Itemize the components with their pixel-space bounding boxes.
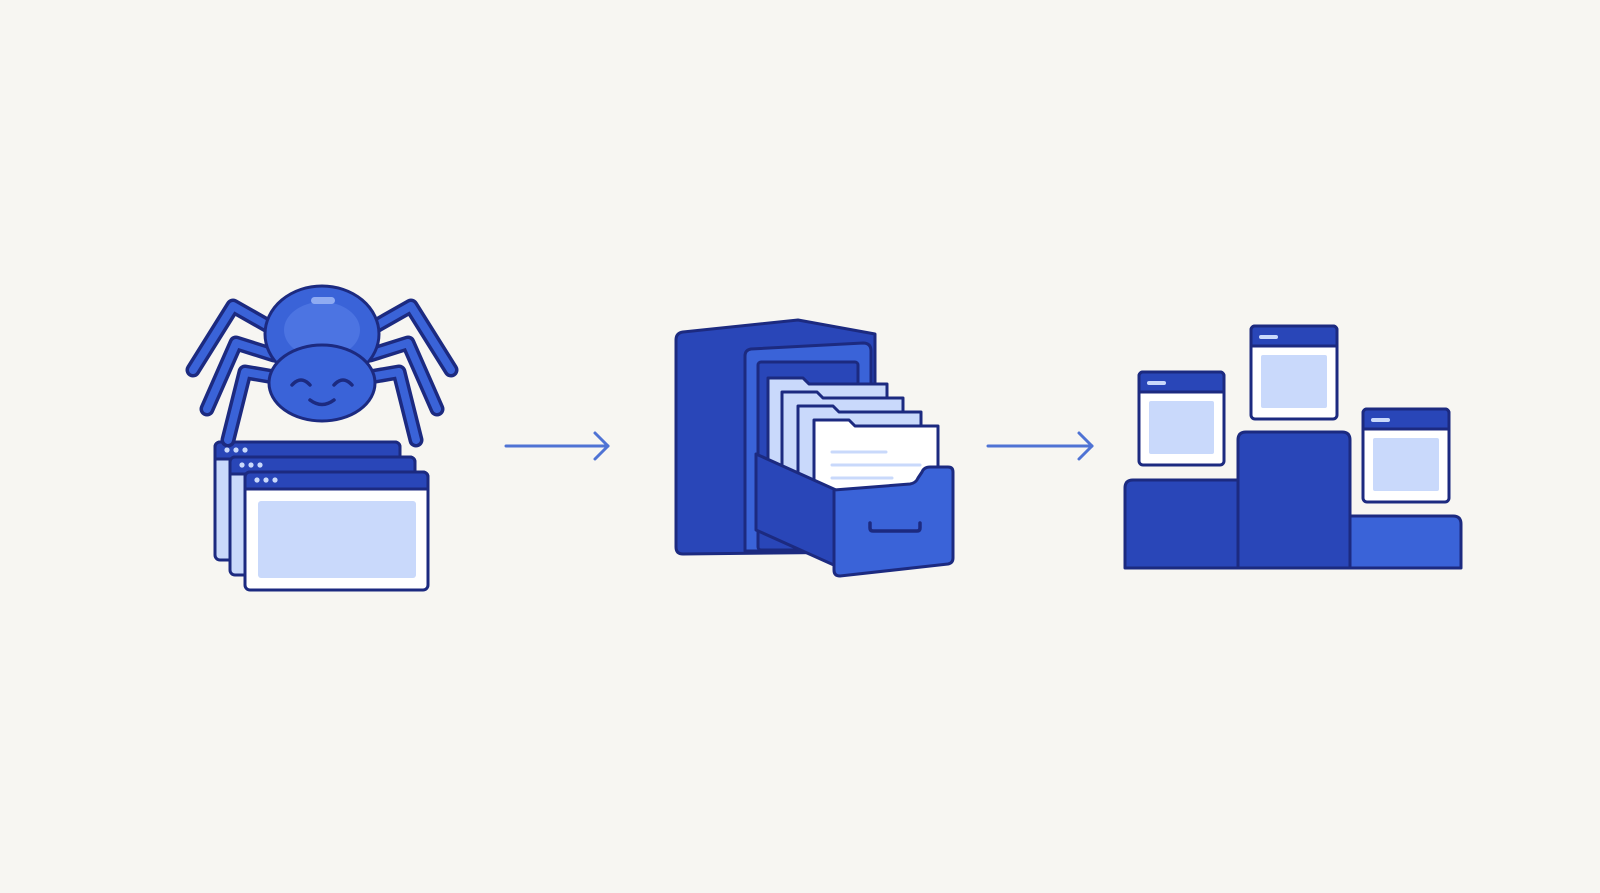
podium-second-place [1123,478,1240,570]
page-card-third [1361,407,1451,504]
page-card-first [1249,324,1339,421]
page-card-second [1137,370,1226,467]
arrow-right-icon [986,431,1094,461]
spider-crawler-icon [185,284,459,592]
ranking-podium-icon [1123,324,1463,570]
spider-body [263,284,381,423]
podium-first-place [1236,430,1352,570]
spider-face-icon [290,378,354,407]
podium-third-place [1348,514,1463,570]
stacked-pages-icon [213,440,430,592]
filing-cabinet-icon [674,318,955,578]
cabinet-drawer [754,452,955,578]
arrow-right-icon [504,431,610,461]
